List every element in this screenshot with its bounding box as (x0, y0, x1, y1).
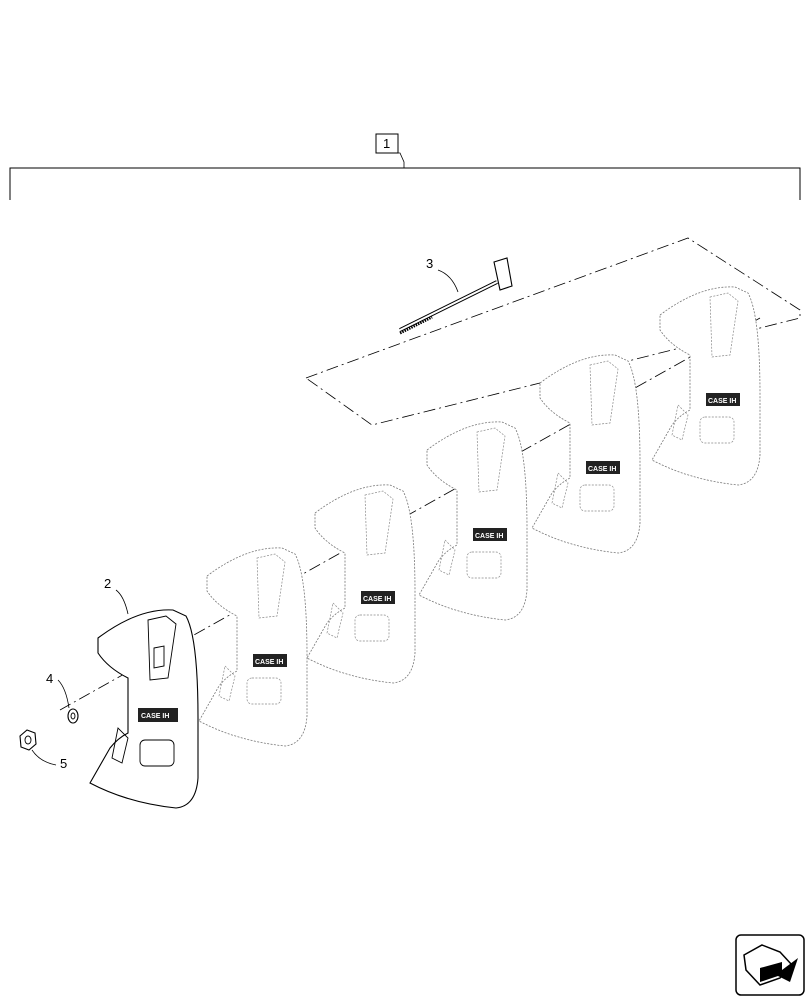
logo-text: CASE IH (708, 398, 736, 405)
washer (67, 708, 79, 724)
weight-ghost-6: CASE IH (651, 286, 761, 486)
callout-3-label: 3 (426, 256, 433, 271)
logo-text: CASE IH (363, 596, 391, 603)
weight-ghost-4: CASE IH (418, 421, 528, 621)
case-ih-logo (586, 461, 620, 474)
threaded-rod (399, 257, 513, 335)
weight-ghost-5: CASE IH (531, 354, 641, 554)
case-ih-logo (706, 393, 740, 406)
weight-ghost-2: CASE IH (198, 547, 308, 747)
callout-5: 5 (31, 749, 67, 771)
callout-5-label: 5 (60, 756, 67, 771)
callout-2: 2 (104, 576, 129, 615)
case-ih-logo (138, 708, 178, 722)
case-ih-logo (473, 528, 507, 541)
callout-1-label: 1 (383, 136, 390, 151)
callout-1: 1 (9, 133, 801, 200)
callout-3: 3 (426, 256, 459, 293)
case-ih-logo (253, 654, 287, 667)
nut (19, 729, 37, 751)
callout-4-label: 4 (46, 671, 53, 686)
logo-text: CASE IH (588, 466, 616, 473)
rod-group-outline (305, 237, 801, 426)
callout-2-label: 2 (104, 576, 111, 591)
logo-text: CASE IH (141, 713, 169, 720)
next-page-arrow-icon[interactable] (735, 934, 805, 996)
case-ih-logo (361, 591, 395, 604)
callout-4: 4 (46, 671, 70, 709)
weight-front: CASE IH (89, 609, 199, 809)
weight-ghost-3: CASE IH (306, 484, 416, 684)
logo-text: CASE IH (255, 659, 283, 666)
logo-text: CASE IH (475, 533, 503, 540)
